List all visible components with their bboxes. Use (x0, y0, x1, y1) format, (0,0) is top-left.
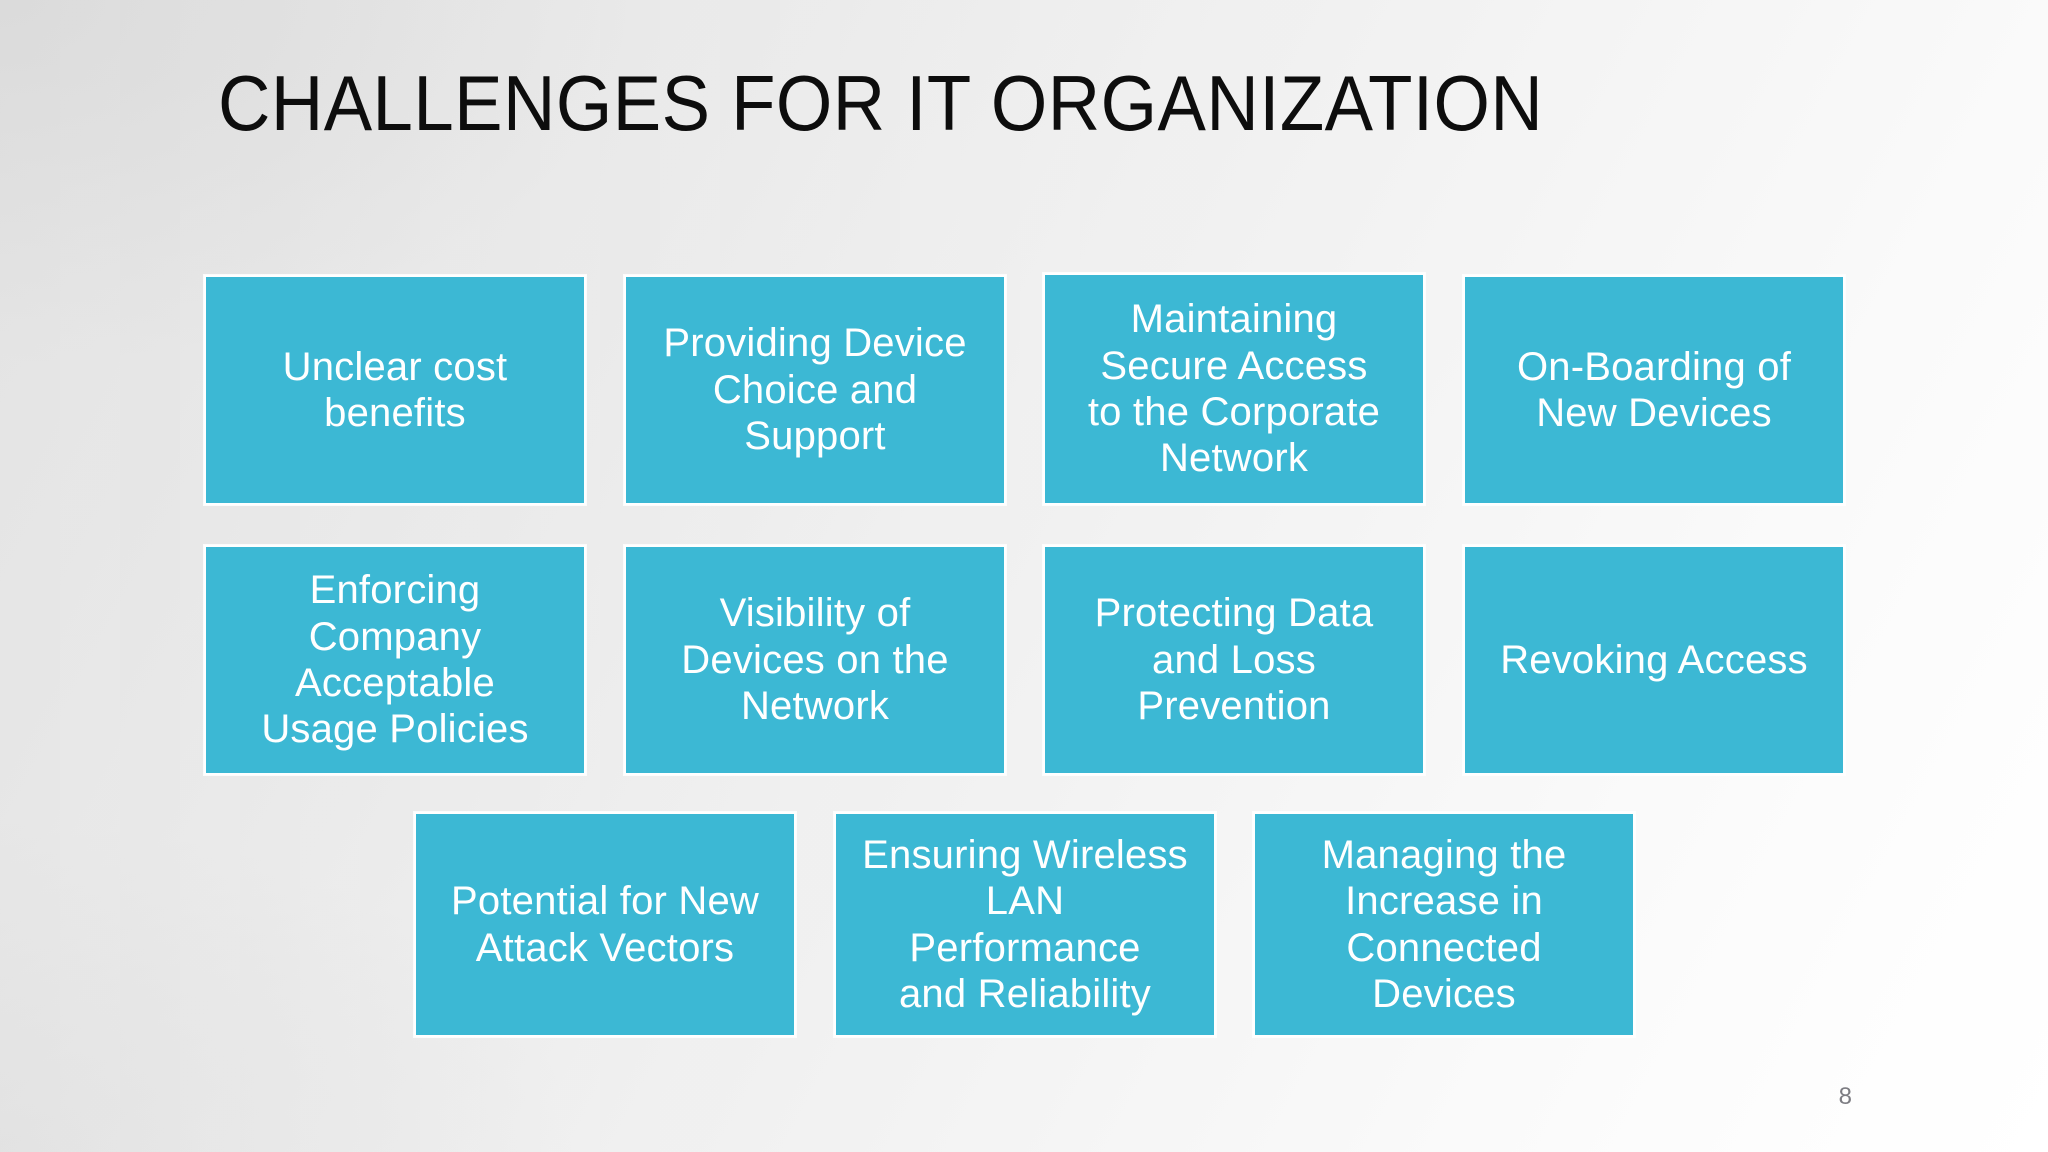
challenge-tile-label: Maintaining Secure Access to the Corpora… (1087, 297, 1381, 481)
challenge-tile-label: On-Boarding of New Devices (1516, 344, 1792, 435)
challenge-tile-unclear-cost-benefits[interactable]: Unclear cost benefits (204, 275, 586, 505)
page-title: CHALLENGES FOR IT ORGANIZATION (218, 59, 1544, 147)
challenge-tile-label: Visibility of Devices on the Network (681, 591, 949, 729)
challenge-tile-ensuring-wireless-lan-performance-and-reliability[interactable]: Ensuring Wireless LAN Performance and Re… (834, 812, 1216, 1037)
challenge-tile-label: Potential for New Attack Vectors (451, 879, 759, 970)
challenge-tile-visibility-of-devices-on-the-network[interactable]: Visibility of Devices on the Network (624, 545, 1006, 775)
challenge-tile-enforcing-company-acceptable-usage-policies[interactable]: Enforcing Company Acceptable Usage Polic… (204, 545, 586, 775)
challenge-tile-revoking-access[interactable]: Revoking Access (1463, 545, 1845, 775)
challenge-tile-label: Protecting Data and Loss Prevention (1094, 591, 1374, 729)
slide-page-number: 8 (1838, 1083, 1852, 1110)
challenge-tile-on-boarding-of-new-devices[interactable]: On-Boarding of New Devices (1463, 275, 1845, 505)
challenge-tile-label: Revoking Access (1500, 637, 1808, 682)
challenge-tile-managing-the-increase-in-connected-devices[interactable]: Managing the Increase in Connected Devic… (1253, 812, 1635, 1037)
challenge-tile-maintaining-secure-access-to-the-corporate-network[interactable]: Maintaining Secure Access to the Corpora… (1043, 273, 1425, 505)
challenge-tile-protecting-data-and-loss-prevention[interactable]: Protecting Data and Loss Prevention (1043, 545, 1425, 775)
challenge-tile-providing-device-choice-and-support[interactable]: Providing Device Choice and Support (624, 275, 1006, 505)
challenge-tile-label: Providing Device Choice and Support (663, 321, 967, 459)
challenge-tile-label: Unclear cost benefits (282, 344, 508, 435)
challenge-tile-label: Enforcing Company Acceptable Usage Polic… (261, 568, 529, 752)
challenge-tile-label: Managing the Increase in Connected Devic… (1321, 832, 1567, 1016)
challenge-tile-potential-for-new-attack-vectors[interactable]: Potential for New Attack Vectors (414, 812, 796, 1037)
challenge-tile-label: Ensuring Wireless LAN Performance and Re… (862, 832, 1188, 1016)
